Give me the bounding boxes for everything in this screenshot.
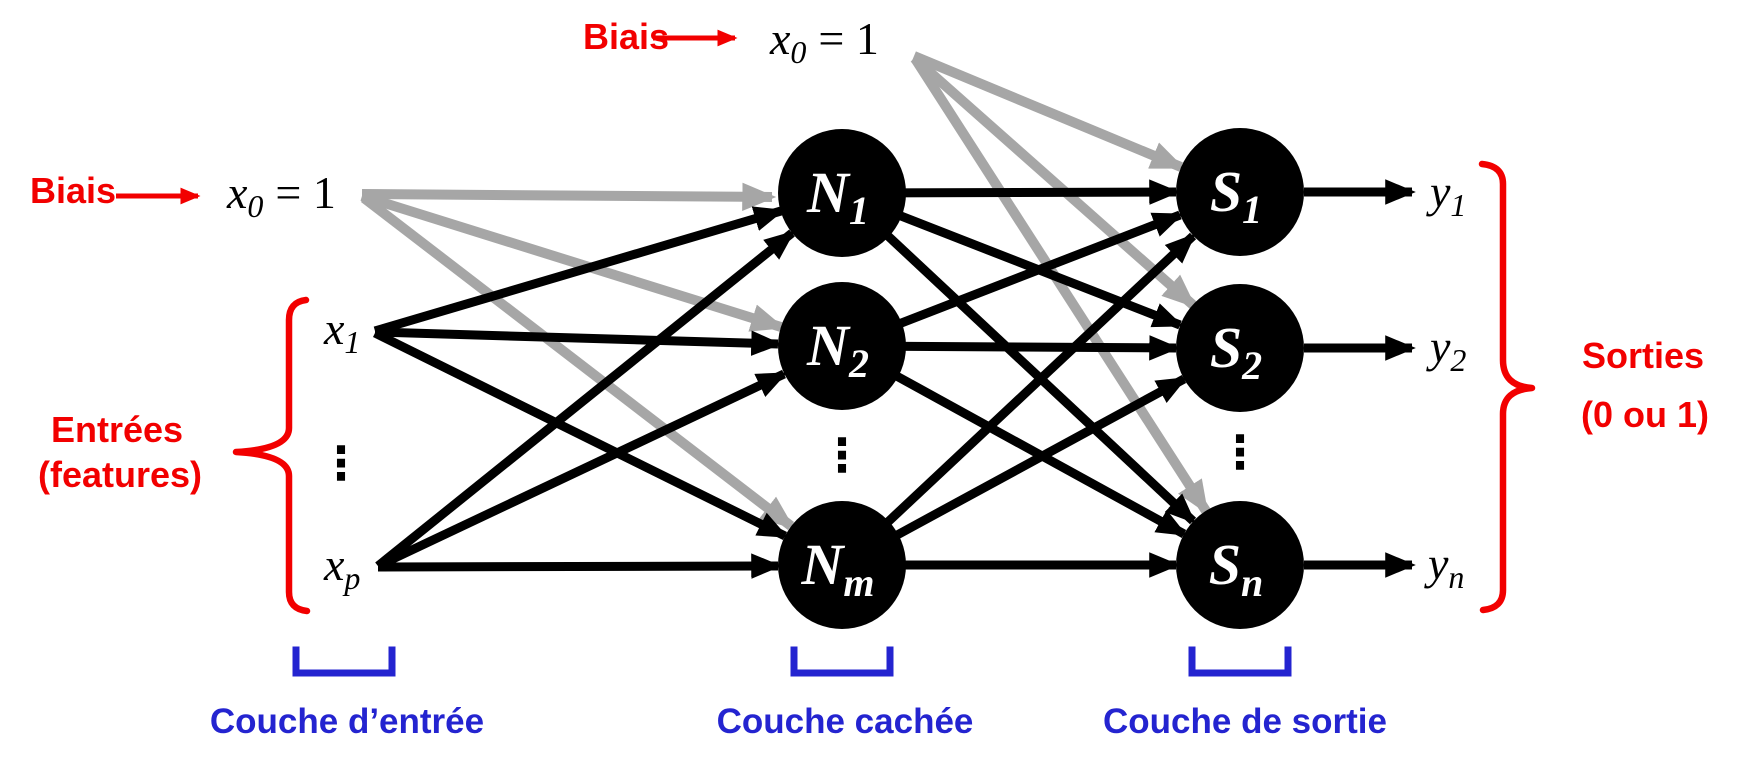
output-layer-bracket: [1188, 646, 1292, 677]
hidden-node-m: Nm: [778, 501, 906, 629]
edge-biasT-S2: [910, 54, 1197, 309]
edge-biasL-N2: [360, 191, 786, 332]
output-node-n-circle: [1176, 501, 1304, 629]
hidden-node-2-circle: [778, 282, 906, 410]
svg-text:Entrées: Entrées: [51, 409, 183, 450]
outputs-brace: [1478, 160, 1536, 614]
edge-N2-Sn: [839, 342, 1188, 538]
edge-Nm-S1: [838, 232, 1197, 569]
edge-N1-Sn: [838, 189, 1197, 525]
output-node-1-circle: [1176, 128, 1304, 256]
edge-xp-N2: [376, 369, 788, 571]
svg-text:(0 ou 1): (0 ou 1): [1581, 394, 1709, 435]
output-y1-label: y1: [1426, 166, 1466, 223]
hidden-ellipsis: ⋮: [819, 428, 865, 482]
output-labels: y1 y2 yn: [1424, 166, 1466, 595]
input-labels: x1 ⋮ xp: [318, 303, 364, 596]
edge-xp-Nm: [377, 553, 782, 579]
output-node-2-label: S2: [1210, 315, 1262, 388]
bias-top-group: Biais x0= 1: [583, 13, 879, 70]
edge-Nm-S2: [839, 375, 1188, 569]
bias-left-group: Biais x0= 1: [30, 167, 336, 224]
edge-biasT-Sn: [911, 57, 1211, 515]
svg-text:Sorties: Sorties: [1582, 335, 1704, 376]
output-ellipsis: ⋮: [1217, 425, 1263, 479]
inputs-brace: [232, 296, 311, 615]
hidden-node-1-circle: [778, 129, 906, 257]
bias-top-edges: [910, 51, 1211, 515]
inputs-brace-label: Entrées (features): [38, 409, 202, 495]
hidden-layer-label: Couche cachée: [717, 702, 974, 741]
outputs-brace-label: Sorties (0 ou 1): [1581, 335, 1709, 435]
bias-left-label: Biais: [30, 170, 116, 211]
bias-top-value: x0= 1: [769, 13, 879, 70]
output-node-n-label: Sn: [1209, 532, 1264, 605]
layer-annotations: Couche d’entrée Couche cachée Couche de …: [210, 646, 1387, 741]
input-layer-bracket: [292, 646, 396, 677]
edge-biasL-Nm: [360, 194, 795, 530]
edge-x1-Nm: [373, 328, 789, 541]
output-y2-label: y2: [1426, 321, 1466, 378]
edge-biasL-N1: [361, 182, 777, 211]
input-x1-label: x1: [323, 303, 360, 360]
hidden-node-1-label: N1: [806, 160, 869, 233]
output-node-1: S1: [1176, 128, 1304, 256]
input-hidden-edges: [373, 206, 795, 579]
input-ellipsis: ⋮: [318, 436, 364, 490]
output-node-2-circle: [1176, 284, 1304, 412]
hidden-node-m-circle: [778, 501, 906, 629]
hidden-layer-bracket: [790, 646, 894, 677]
edge-x1-N1: [373, 206, 785, 336]
hidden-node-m-label: Nm: [800, 532, 874, 605]
bias-left-value: x0= 1: [226, 167, 336, 224]
edge-biasT-S1: [912, 51, 1185, 172]
output-arrows: [1304, 179, 1416, 578]
input-layer-label: Couche d’entrée: [210, 702, 484, 741]
bias-left-edges: [360, 182, 795, 530]
output-layer-label: Couche de sortie: [1103, 702, 1387, 741]
svg-text:(features): (features): [38, 454, 202, 495]
output-node-n: Sn: [1176, 501, 1304, 629]
output-yn-label: yn: [1424, 538, 1464, 595]
output-node-1-label: S1: [1210, 159, 1262, 232]
edge-xp-N1: [375, 229, 795, 570]
output-node-2: S2: [1176, 284, 1304, 412]
hidden-node-2: N2: [778, 282, 906, 410]
hidden-node-2-label: N2: [806, 313, 869, 386]
hidden-node-1: N1: [778, 129, 906, 257]
input-xp-label: xp: [323, 539, 360, 596]
edge-x1-N2: [374, 327, 782, 356]
